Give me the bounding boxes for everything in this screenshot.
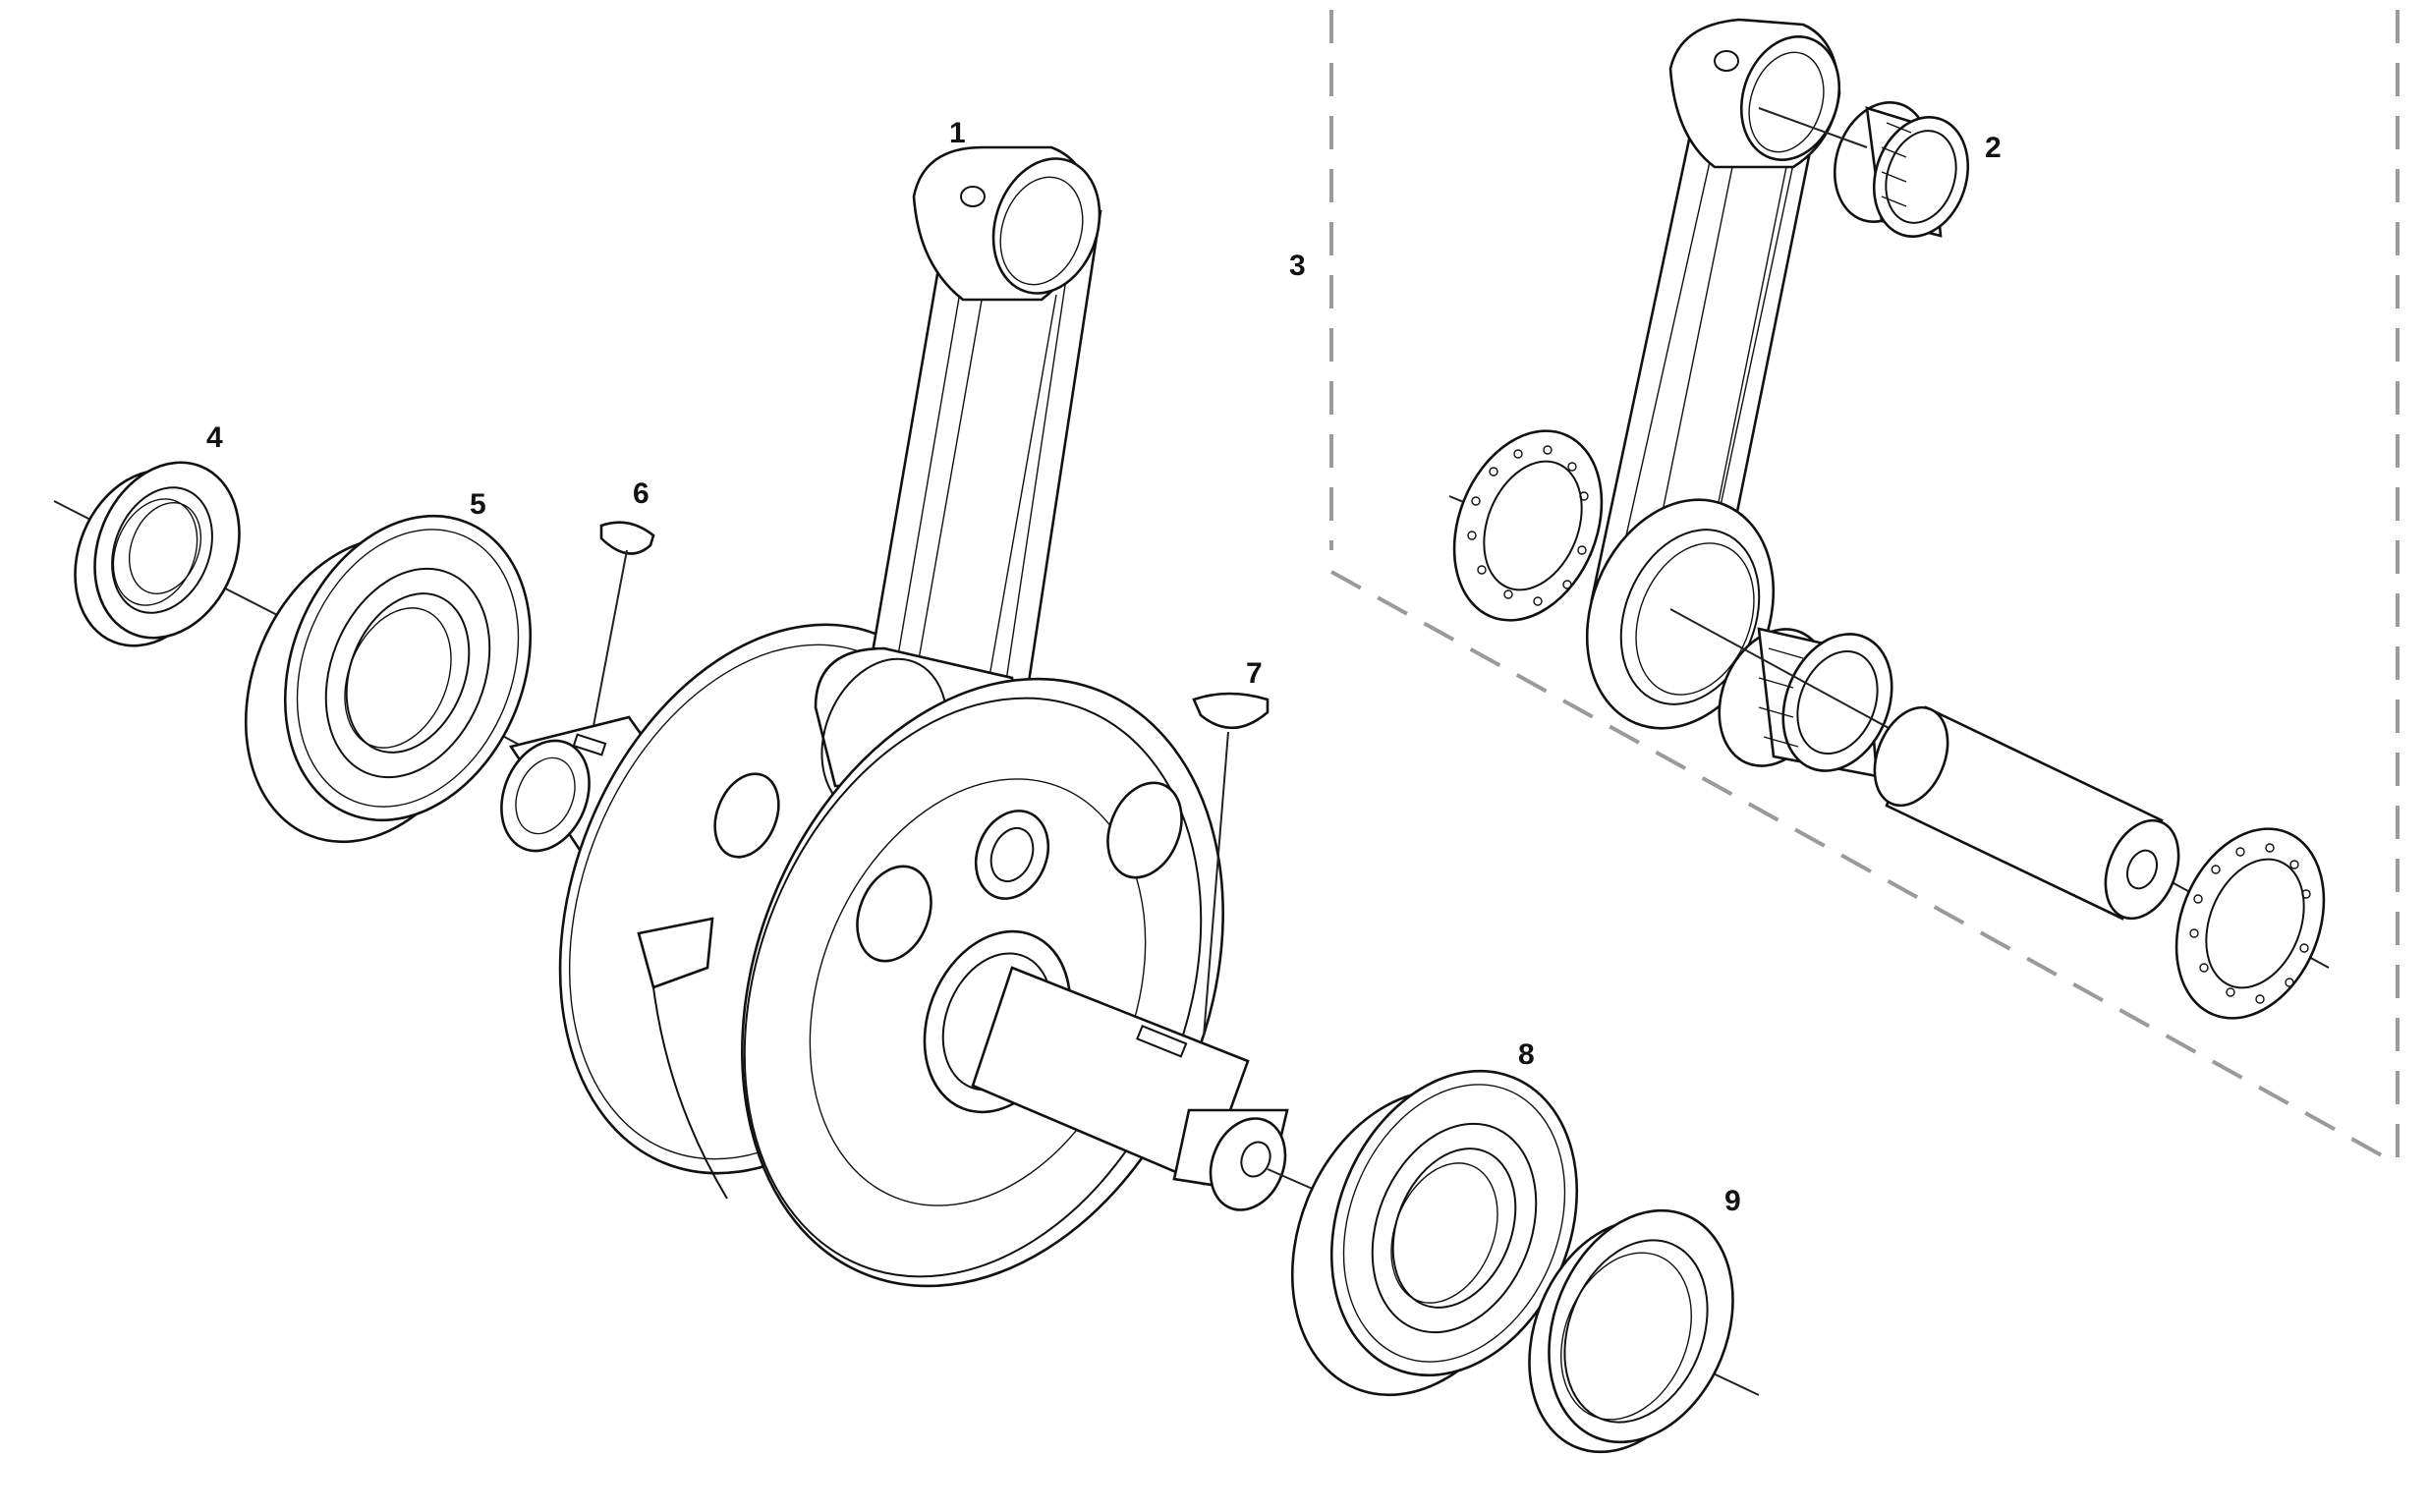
callout-7: 7 bbox=[1246, 657, 1263, 690]
kit-thrust-washer-left bbox=[1428, 409, 1629, 643]
callout-8: 8 bbox=[1518, 1038, 1535, 1071]
callout-1: 1 bbox=[949, 117, 966, 149]
part-2-small-end-needle-bearing bbox=[1759, 90, 1983, 249]
part-5-main-bearing-left bbox=[202, 478, 575, 878]
kit-big-end-needle-bearing bbox=[1700, 613, 1911, 787]
callout-labels: 1 2 3 4 5 6 7 8 9 bbox=[206, 117, 2002, 1217]
part-6-woodruff-key-left bbox=[590, 523, 653, 747]
callout-9: 9 bbox=[1724, 1185, 1741, 1217]
callout-5: 5 bbox=[470, 488, 486, 521]
part-1-crankshaft-assembly bbox=[482, 144, 1346, 1359]
part-4-oil-seal bbox=[50, 440, 285, 667]
kit-crank-pin bbox=[1670, 609, 2329, 968]
kit-boundary-dashed bbox=[1329, 10, 2400, 1166]
callout-3: 3 bbox=[1289, 250, 1306, 282]
callout-2: 2 bbox=[1985, 132, 2002, 164]
kit-thrust-washer-right bbox=[2150, 807, 2351, 1040]
part-9-seal-ring-right bbox=[1496, 1183, 1767, 1480]
callout-4: 4 bbox=[206, 421, 223, 454]
callout-6: 6 bbox=[633, 477, 649, 510]
part-7-woodruff-key-right bbox=[1194, 694, 1268, 1036]
part-8-main-bearing-right bbox=[1249, 1034, 1621, 1431]
